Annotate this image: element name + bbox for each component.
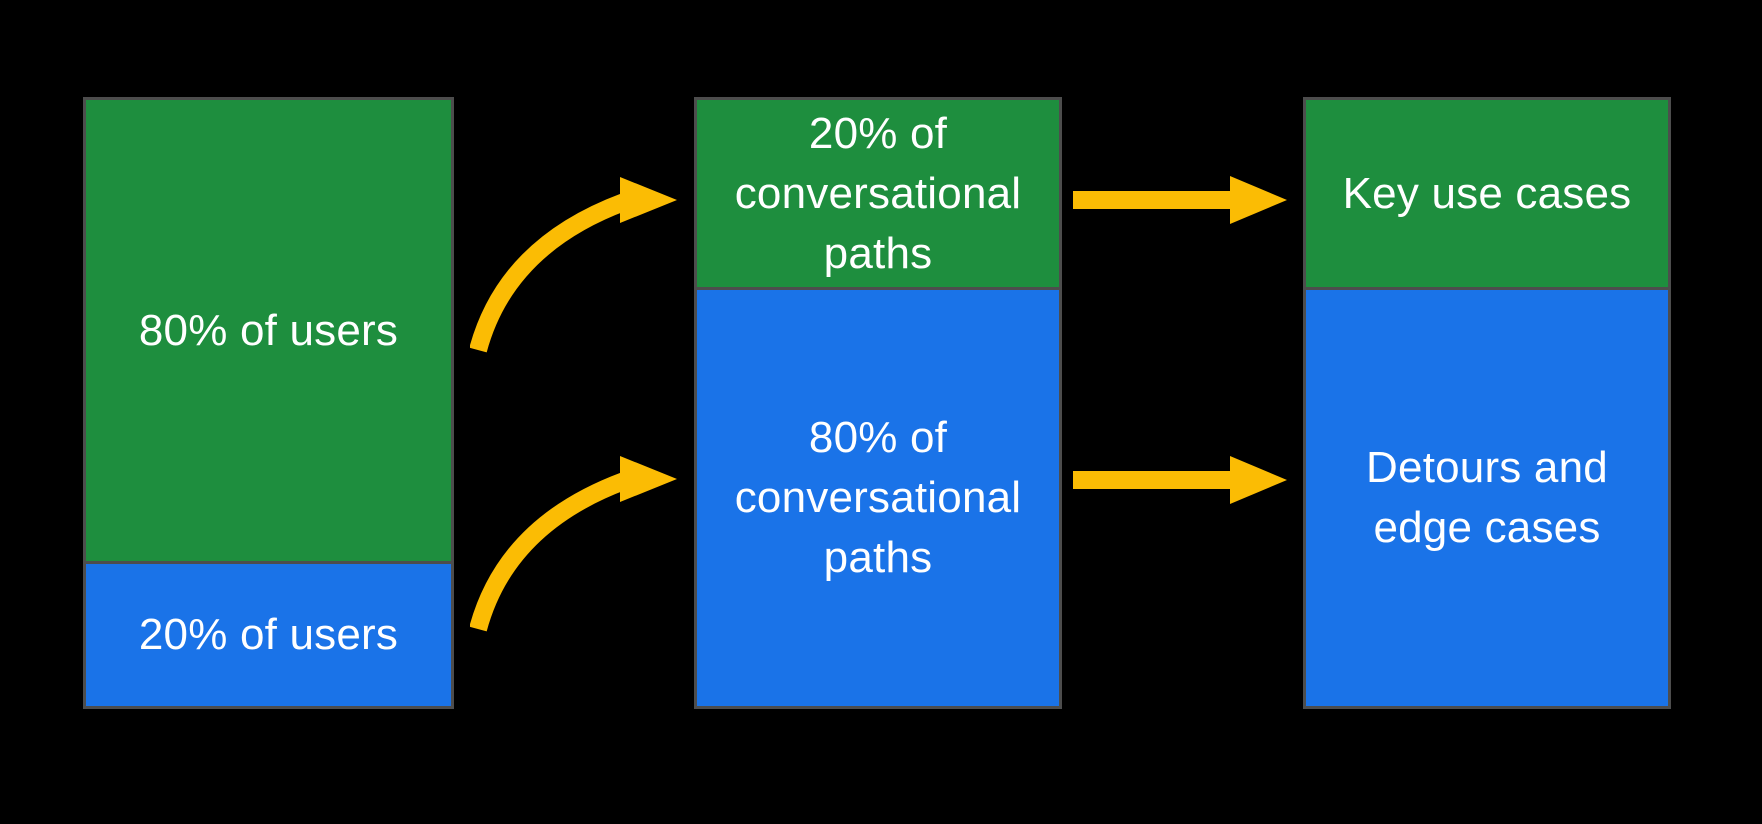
segment-users-minority-label: 20% of users xyxy=(138,610,399,660)
segment-users-majority: 80% of users xyxy=(86,100,451,565)
straight-arrow-shaft xyxy=(1073,191,1233,209)
segment-key-use-cases-label: Key use cases xyxy=(1342,168,1632,218)
curved-arrow-users-top-to-paths xyxy=(470,177,677,353)
segment-detours-edge-cases: Detours and edge cases xyxy=(1306,290,1668,706)
curved-arrow-users-bottom-to-paths xyxy=(470,456,677,632)
segment-paths-majority: 80% of conversational paths xyxy=(697,290,1059,706)
segment-users-minority: 20% of users xyxy=(86,564,451,706)
segment-paths-minority: 20% of conversational paths xyxy=(697,100,1059,291)
curved-arrow-head xyxy=(620,456,677,502)
straight-arrow-paths-to-detours xyxy=(1073,456,1287,504)
column-outcomes: Key use cases Detours and edge cases xyxy=(1303,97,1671,709)
column-users: 80% of users 20% of users xyxy=(83,97,454,709)
straight-arrow-head xyxy=(1230,456,1287,504)
curved-arrow-shaft xyxy=(470,472,628,632)
curved-arrow-shaft xyxy=(470,193,628,353)
segment-key-use-cases: Key use cases xyxy=(1306,100,1668,291)
segment-paths-minority-label: 20% of conversational paths xyxy=(734,108,1022,278)
straight-arrow-paths-to-key-use-cases xyxy=(1073,176,1287,224)
column-conversational-paths: 20% of conversational paths 80% of conve… xyxy=(694,97,1062,709)
curved-arrow-head xyxy=(620,177,677,223)
segment-paths-majority-label: 80% of conversational paths xyxy=(734,413,1022,583)
straight-arrow-shaft xyxy=(1073,471,1233,489)
straight-arrow-head xyxy=(1230,176,1287,224)
segment-detours-edge-cases-label: Detours and edge cases xyxy=(1366,443,1608,553)
segment-users-majority-label: 80% of users xyxy=(138,305,399,355)
